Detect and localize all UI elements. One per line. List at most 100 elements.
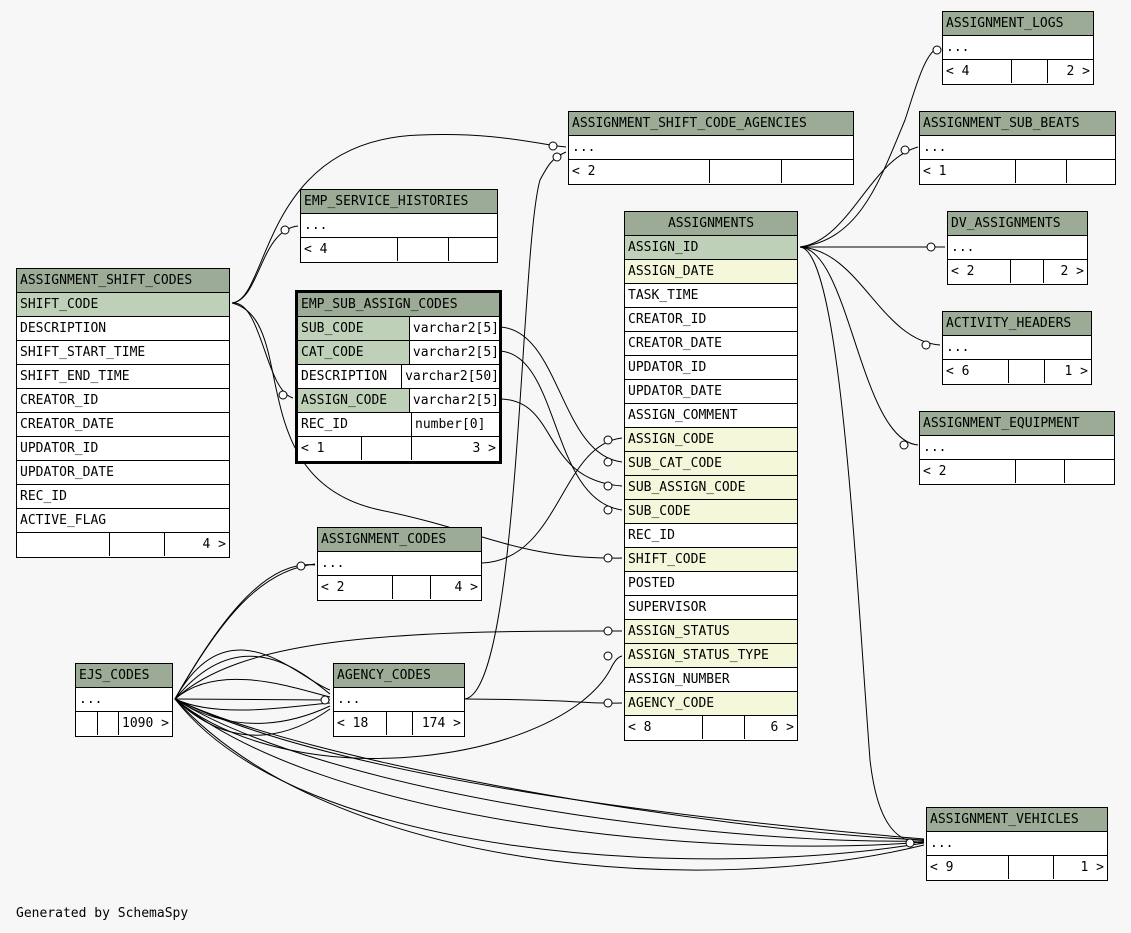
column-rec-id: REC_ID bbox=[17, 485, 229, 509]
column-shift-end-time: SHIFT_END_TIME bbox=[17, 365, 229, 389]
table-activity-headers[interactable]: ACTIVITY_HEADERS ... < 6 1 > bbox=[942, 311, 1092, 385]
children-count: 2 > bbox=[1043, 260, 1087, 283]
parents-count: < 2 bbox=[572, 164, 596, 179]
relationship-marker bbox=[603, 651, 613, 661]
columns-ellipsis: ... bbox=[948, 236, 1087, 260]
table-assignment-sub-beats[interactable]: ASSIGNMENT_SUB_BEATS ... < 1 bbox=[919, 111, 1116, 185]
table-ejs-codes[interactable]: EJS_CODES ... 1090 > bbox=[75, 663, 173, 737]
table-name: EMP_SERVICE_HISTORIES bbox=[301, 190, 497, 214]
table-assignment-codes[interactable]: ASSIGNMENT_CODES ... < 2 4 > bbox=[317, 527, 482, 601]
relationship-marker bbox=[900, 145, 910, 155]
column-shift-start-time: SHIFT_START_TIME bbox=[17, 341, 229, 365]
table-name: AGENCY_CODES bbox=[334, 664, 464, 688]
column-posted: POSTED bbox=[625, 572, 797, 596]
relationship-line bbox=[174, 698, 925, 841]
column-agency-code: AGENCY_CODE bbox=[625, 692, 797, 716]
relationship-line bbox=[174, 564, 316, 700]
children-count: 4 > bbox=[430, 576, 481, 599]
column-type: varchar2[5] bbox=[408, 389, 499, 412]
column-assign-code: ASSIGN_CODE bbox=[625, 428, 797, 452]
parents-count: < 2 bbox=[321, 580, 345, 595]
children-count bbox=[448, 238, 497, 261]
table-footer: < 2 2 > bbox=[948, 260, 1087, 284]
parents-count: < 8 bbox=[628, 720, 652, 735]
table-name: ASSIGNMENT_SHIFT_CODES bbox=[17, 269, 229, 293]
table-footer: < 2 4 > bbox=[318, 576, 481, 600]
column-updator-id: UPDATOR_ID bbox=[625, 356, 797, 380]
relationship-marker bbox=[548, 141, 558, 151]
relationship-marker bbox=[603, 553, 613, 563]
relationship-line bbox=[174, 698, 331, 724]
column-assign-date: ASSIGN_DATE bbox=[625, 260, 797, 284]
column-creator-id: CREATOR_ID bbox=[17, 389, 229, 413]
column-name: SUB_CODE bbox=[298, 317, 409, 340]
relationship-marker bbox=[905, 838, 915, 848]
column-creator-id: CREATOR_ID bbox=[625, 308, 797, 332]
children-count: 6 > bbox=[744, 716, 797, 739]
table-footer: < 6 1 > bbox=[943, 360, 1091, 384]
table-name: EJS_CODES bbox=[76, 664, 172, 688]
table-assignment-equipment[interactable]: ASSIGNMENT_EQUIPMENT ... < 2 bbox=[919, 411, 1115, 485]
relationship-marker bbox=[278, 390, 288, 400]
relationship-marker bbox=[921, 340, 931, 350]
column-supervisor: SUPERVISOR bbox=[625, 596, 797, 620]
columns-ellipsis: ... bbox=[920, 436, 1114, 460]
column-updator-date: UPDATOR_DATE bbox=[17, 461, 229, 485]
relationship-line bbox=[499, 350, 623, 511]
children-count: 1 > bbox=[1044, 360, 1091, 383]
relationship-marker bbox=[603, 481, 613, 491]
table-dv-assignments[interactable]: DV_ASSIGNMENTS ... < 2 2 > bbox=[947, 211, 1088, 285]
relationship-line bbox=[499, 398, 623, 487]
column-shift-code: SHIFT_CODE bbox=[17, 293, 229, 317]
generated-by-label: Generated by SchemaSpy bbox=[16, 906, 189, 921]
columns-ellipsis: ... bbox=[943, 336, 1091, 360]
table-assignment-shift-code-agencies[interactable]: ASSIGNMENT_SHIFT_CODE_AGENCIES ... < 2 bbox=[568, 111, 854, 185]
parents-count: < 2 bbox=[951, 264, 975, 279]
column-name: ASSIGN_CODE bbox=[298, 389, 409, 412]
children-count bbox=[1066, 160, 1115, 183]
table-footer: < 4 bbox=[301, 238, 497, 262]
column-cat-code: CAT_CODE varchar2[5] bbox=[298, 341, 499, 365]
column-description: DESCRIPTION bbox=[17, 317, 229, 341]
table-name: ASSIGNMENT_LOGS bbox=[943, 12, 1093, 36]
column-updator-id: UPDATOR_ID bbox=[17, 437, 229, 461]
relationship-marker bbox=[552, 152, 562, 162]
table-name: ASSIGNMENT_CODES bbox=[318, 528, 481, 552]
table-assignments[interactable]: ASSIGNMENTS ASSIGN_ID ASSIGN_DATE TASK_T… bbox=[624, 211, 798, 741]
table-assignment-logs[interactable]: ASSIGNMENT_LOGS ... < 4 2 > bbox=[942, 11, 1094, 85]
relationship-line bbox=[174, 698, 925, 840]
table-name: ASSIGNMENT_SHIFT_CODE_AGENCIES bbox=[569, 112, 853, 136]
parents-count: < 18 bbox=[337, 716, 369, 731]
column-type: varchar2[5] bbox=[408, 317, 499, 340]
table-footer: < 9 1 > bbox=[927, 856, 1107, 880]
relationship-marker bbox=[603, 626, 613, 636]
parents-count: < 4 bbox=[946, 64, 970, 79]
table-footer: < 2 bbox=[920, 460, 1114, 484]
relationship-line bbox=[499, 326, 623, 463]
column-sub-code: SUB_CODE bbox=[625, 500, 797, 524]
table-assignment-shift-codes[interactable]: ASSIGNMENT_SHIFT_CODES SHIFT_CODE DESCRI… bbox=[16, 268, 230, 558]
columns-ellipsis: ... bbox=[927, 832, 1107, 856]
column-name: REC_ID bbox=[301, 417, 348, 432]
table-assignment-vehicles[interactable]: ASSIGNMENT_VEHICLES ... < 9 1 > bbox=[926, 807, 1108, 881]
relationship-line bbox=[174, 698, 925, 847]
column-shift-code: SHIFT_CODE bbox=[625, 548, 797, 572]
table-agency-codes[interactable]: AGENCY_CODES ... < 18 174 > bbox=[333, 663, 465, 737]
table-emp-sub-assign-codes[interactable]: EMP_SUB_ASSIGN_CODES SUB_CODE varchar2[5… bbox=[295, 290, 502, 464]
column-sub-cat-code: SUB_CAT_CODE bbox=[625, 452, 797, 476]
table-footer: < 2 bbox=[569, 160, 853, 184]
column-assign-status: ASSIGN_STATUS bbox=[625, 620, 797, 644]
table-emp-service-histories[interactable]: EMP_SERVICE_HISTORIES ... < 4 bbox=[300, 189, 498, 263]
column-active-flag: ACTIVE_FLAG bbox=[17, 509, 229, 533]
parents-count: < 4 bbox=[304, 242, 328, 257]
column-type: number[0] bbox=[411, 413, 499, 436]
column-name: CAT_CODE bbox=[298, 341, 409, 364]
column-name: DESCRIPTION bbox=[301, 369, 388, 384]
table-footer: < 1 bbox=[920, 160, 1115, 184]
relationship-marker bbox=[603, 698, 613, 708]
children-count: 174 > bbox=[412, 712, 464, 735]
columns-ellipsis: ... bbox=[943, 36, 1093, 60]
relationship-line bbox=[799, 246, 941, 346]
relationship-marker bbox=[603, 457, 613, 467]
parents-count: < 9 bbox=[930, 860, 954, 875]
